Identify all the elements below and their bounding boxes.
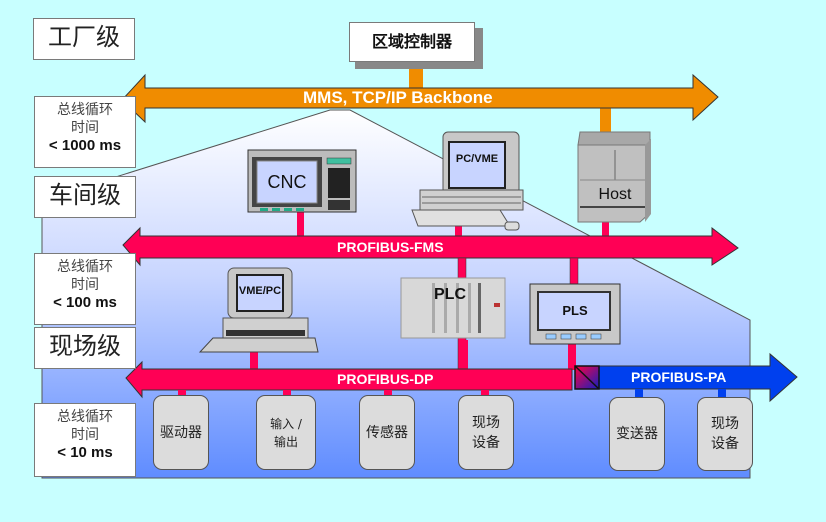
- fms-link-pcvme: [455, 225, 462, 239]
- cycle-time-label-2: 时间: [71, 427, 99, 443]
- dp-device-label: 传感器: [366, 424, 408, 441]
- dp-link-plc: [460, 340, 468, 370]
- dp-device-sensor: 传感器: [359, 395, 415, 470]
- vmepc-computer-icon: [198, 267, 319, 353]
- cnc-icon: [247, 149, 357, 213]
- dp-link-vmepc: [250, 350, 258, 370]
- cycle-time-value: < 100 ms: [53, 294, 117, 311]
- backbone-link-area-controller: [409, 68, 423, 90]
- cycle-time-label-2: 时间: [71, 277, 99, 293]
- level-label-field: 现场级: [34, 327, 136, 369]
- fms-bus-label: PROFIBUS-FMS: [337, 239, 444, 255]
- pa-drop-2: [718, 389, 726, 399]
- dp-pa-coupler-icon: [574, 365, 600, 390]
- dp-bus-arrow: [125, 360, 573, 399]
- pa-device-label: 变送器: [616, 426, 658, 442]
- plc-rack-icon: [400, 277, 506, 339]
- level-label-workshop: 车间级: [34, 176, 136, 218]
- dp-device-label-2: 设备: [472, 434, 500, 451]
- pls-label: PLS: [562, 303, 588, 318]
- pa-drop-1: [635, 389, 643, 399]
- pcvme-computer-icon: [411, 131, 524, 231]
- cycle-time-label-1: 总线循环: [57, 259, 113, 275]
- pcvme-label: PC/VME: [455, 153, 499, 165]
- host-label: Host: [598, 186, 632, 203]
- backbone-link-host: [600, 106, 611, 136]
- dp-device-drive: 驱动器: [153, 395, 209, 470]
- cycle-time-label-1: 总线循环: [57, 409, 113, 425]
- pa-bus-arrow: [597, 352, 798, 403]
- pls-panel-icon: [529, 283, 621, 345]
- dp-device-label: 输入 /: [270, 416, 302, 431]
- cycle-time-value: < 10 ms: [57, 444, 113, 461]
- pa-device-field: 现场设备: [697, 397, 753, 471]
- fms-link-host: [602, 222, 609, 240]
- pa-device-transmitter: 变送器: [609, 397, 665, 471]
- fms-link-cnc: [297, 208, 304, 238]
- cycle-time-label-2: 时间: [71, 120, 99, 136]
- fms-bus-arrow: [122, 226, 739, 267]
- dp-device-label: 驱动器: [160, 424, 202, 441]
- cycle-time-fms: 总线循环 时间 < 100 ms: [34, 253, 136, 325]
- area-controller-box: 区域控制器: [349, 22, 475, 62]
- cnc-label: CNC: [267, 172, 307, 192]
- dp-link-pls: [568, 340, 576, 370]
- plc-label: PLC: [434, 286, 466, 303]
- cycle-time-dp: 总线循环 时间 < 10 ms: [34, 403, 136, 477]
- cycle-time-backbone: 总线循环 时间 < 1000 ms: [34, 96, 136, 168]
- vmepc-label: VME/PC: [238, 285, 282, 297]
- dp-device-label: 现场: [472, 414, 500, 431]
- host-server-icon: [577, 131, 651, 223]
- pa-device-label-2: 设备: [711, 436, 739, 452]
- cycle-time-label-1: 总线循环: [57, 102, 113, 118]
- cycle-time-value: < 1000 ms: [48, 137, 122, 154]
- dp-device-field: 现场设备: [458, 395, 514, 470]
- dp-device-io: 输入 / 输出: [256, 395, 316, 470]
- backbone-bus-arrow: [121, 73, 719, 124]
- dp-device-label-2: 输出: [273, 434, 298, 449]
- backbone-bus-label: MMS, TCP/IP Backbone: [303, 88, 493, 107]
- pa-bus-label: PROFIBUS-PA: [631, 369, 727, 385]
- dp-bus-label: PROFIBUS-DP: [337, 371, 434, 387]
- level-label-factory: 工厂级: [33, 18, 135, 60]
- pa-device-label: 现场: [711, 416, 739, 432]
